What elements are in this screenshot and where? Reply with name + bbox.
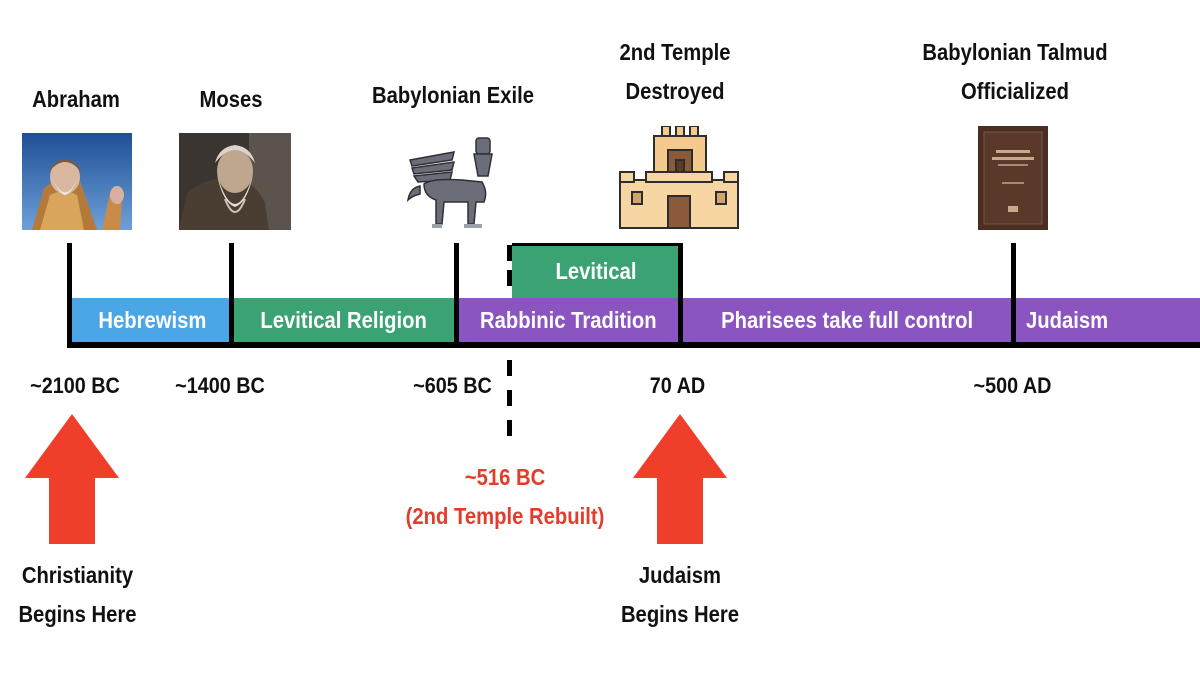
segment-hebrewism: Hebrewism [72, 298, 232, 342]
arrow-up-icon [25, 414, 119, 544]
title-abraham: Abraham [32, 86, 120, 112]
segment-levitical-overlap: Levitical [512, 245, 680, 298]
temple-rebuilt-label: ~516 BC (2nd Temple Rebuilt) [405, 464, 605, 529]
date-second-temple-destroyed: 70 AD [649, 373, 706, 398]
date-babylonian-exile: ~605 BC [413, 373, 492, 398]
segment-judaism: Judaism [1014, 298, 1200, 342]
title-babylonian-talmud: Babylonian Talmud Officialized [922, 39, 1108, 104]
tick-moses [229, 243, 234, 348]
overlap-top-border [512, 243, 682, 246]
christianity-begins-caption: Christianity Begins Here [18, 562, 137, 627]
dash-516-3 [507, 360, 512, 376]
talmud-book-icon [978, 126, 1048, 230]
abraham-portrait [22, 133, 132, 230]
dash-516-2 [507, 270, 512, 286]
segment-rabbinic-tradition: Rabbinic Tradition [456, 298, 680, 342]
tick-babylonian-exile [454, 243, 459, 348]
tick-babylonian-talmud [1011, 243, 1016, 348]
title-babylonian-exile: Babylonian Exile [372, 82, 534, 108]
dash-516-5 [507, 420, 512, 436]
dash-516-1 [507, 245, 512, 261]
judaism-begins-caption: Judaism Begins Here [620, 562, 740, 627]
title-second-temple-destroyed: 2nd Temple Destroyed [619, 39, 731, 104]
title-moses: Moses [199, 86, 263, 112]
date-babylonian-talmud: ~500 AD [973, 373, 1052, 398]
dash-516-4 [507, 390, 512, 406]
date-abraham: ~2100 BC [30, 373, 120, 398]
date-moses: ~1400 BC [175, 373, 265, 398]
tick-abraham [67, 243, 72, 348]
lamassu-icon [406, 137, 493, 228]
temple-icon [619, 126, 739, 229]
arrow-up-icon [633, 414, 727, 544]
timeline-axis [67, 342, 1200, 348]
segment-levitical-religion: Levitical Religion [232, 298, 456, 342]
tick-second-temple-destroyed [678, 243, 683, 348]
segment-pharisees-take-full-control: Pharisees take full control [680, 298, 1014, 342]
moses-portrait [179, 133, 291, 230]
